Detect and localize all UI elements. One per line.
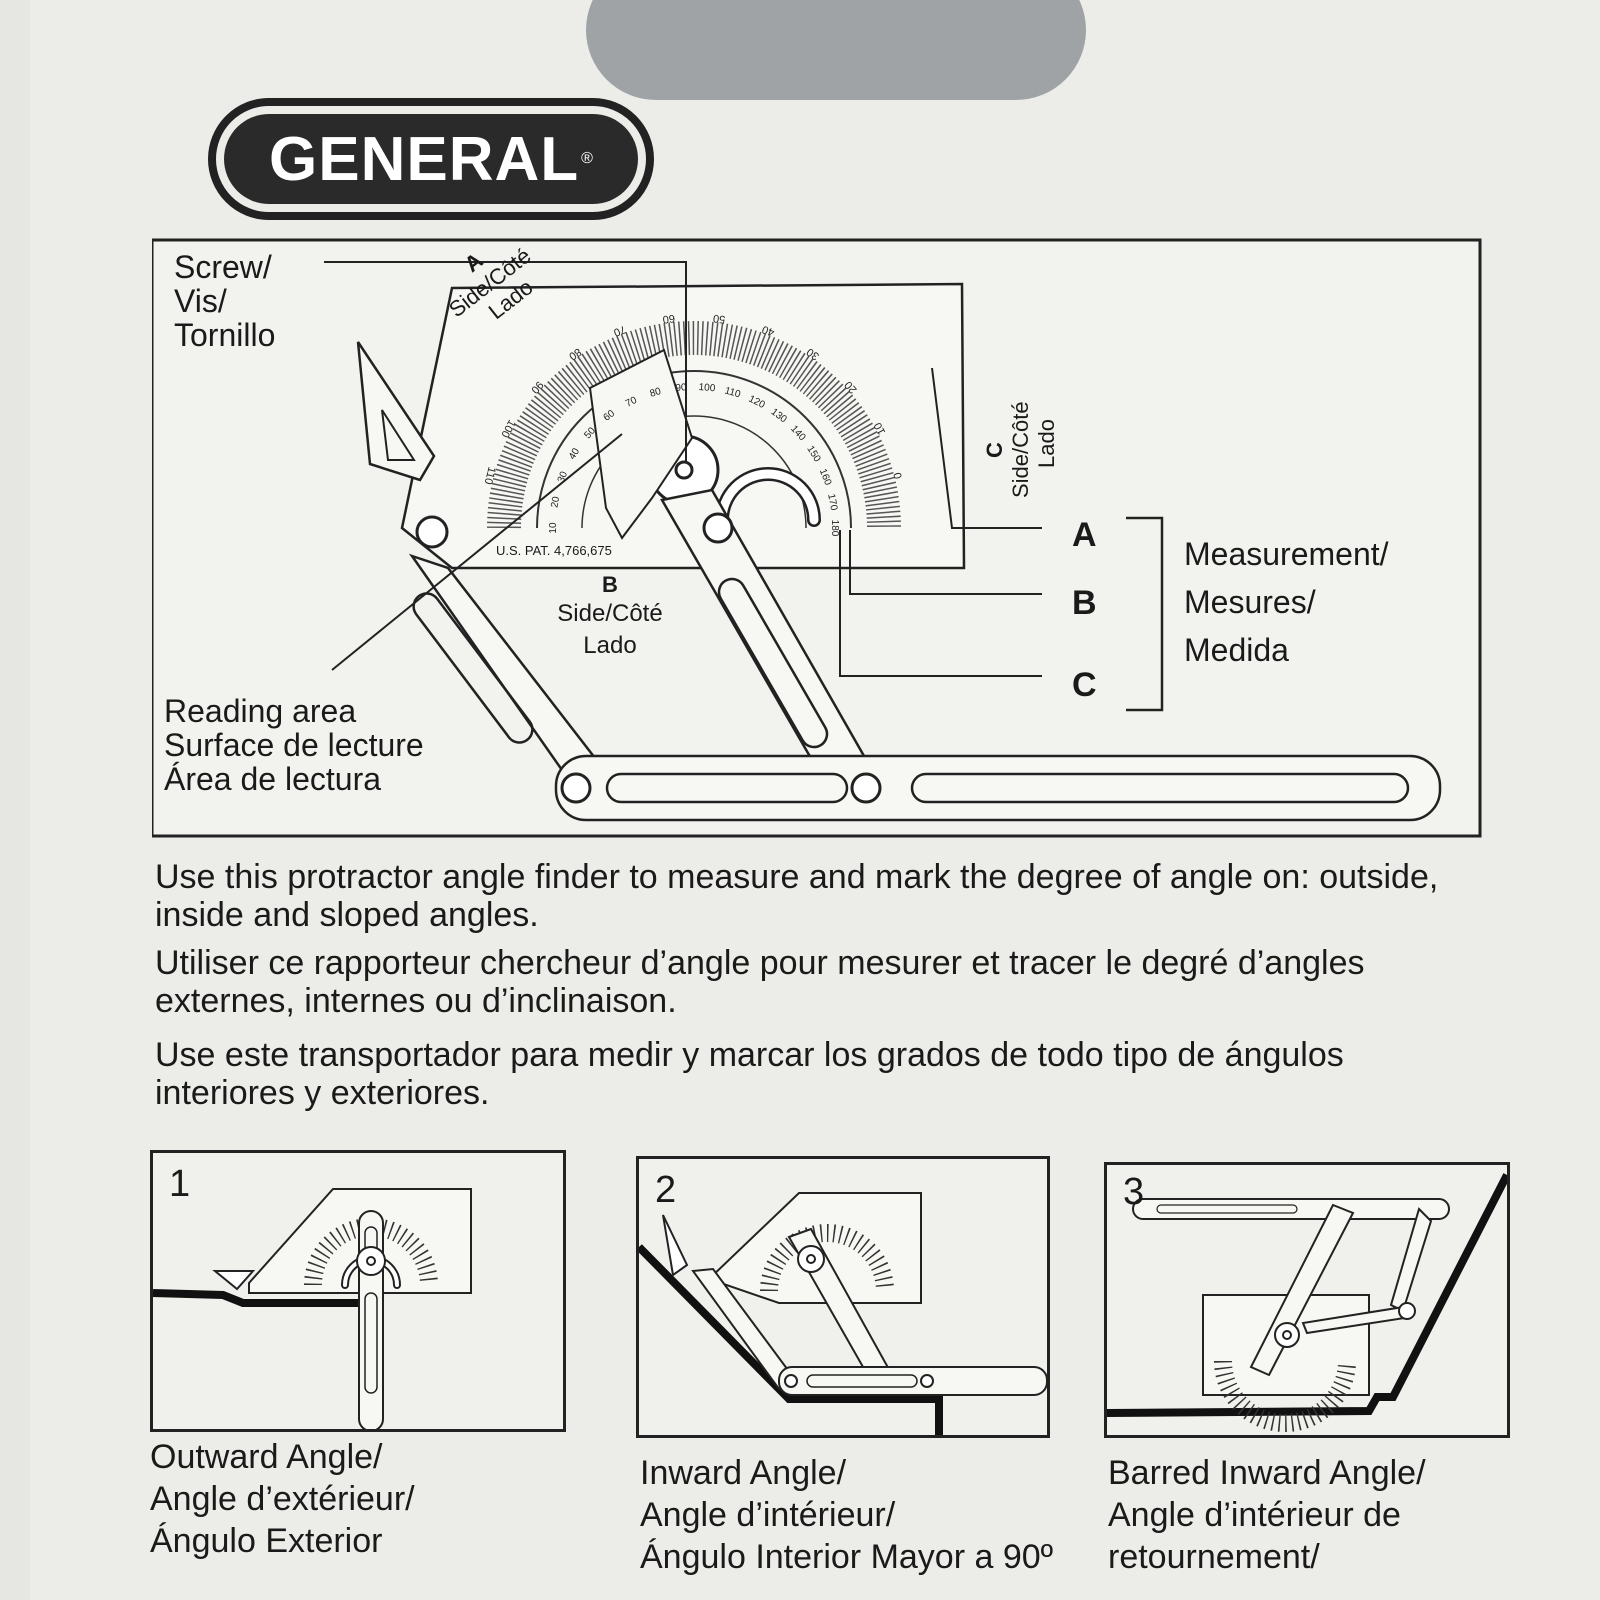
brand-name: GENERAL <box>269 124 580 194</box>
reading-area-leader <box>331 433 623 671</box>
step-1-caption: Outward Angle/ Angle d’extérieur/ Ángulo… <box>150 1438 415 1560</box>
scale-outer-label: 60 <box>662 312 676 325</box>
screw-leader <box>324 261 687 462</box>
step-1-number: 1 <box>169 1163 191 1205</box>
scale-outer-label: 30 <box>805 345 822 362</box>
scale-inner-label: 70 <box>624 395 639 410</box>
measurement-letter-b: B <box>1072 584 1097 622</box>
measurement-label: Measurement/ Mesures/ Medida <box>1184 536 1389 668</box>
description-english: Use this protractor angle finder to meas… <box>155 858 1439 934</box>
pointer-tip <box>356 341 436 482</box>
brand-logo: GENERAL® <box>208 98 654 220</box>
bottom-bar <box>554 754 1442 822</box>
degree-scale-line <box>536 370 852 529</box>
scale-inner-label: 30 <box>556 470 570 485</box>
step-2-number: 2 <box>655 1169 677 1211</box>
step-3-illustration: 3 <box>1104 1162 1510 1438</box>
description-spanish: Use este transportador para medir y marc… <box>155 1036 1344 1112</box>
scale-outer-label: 80 <box>566 345 583 362</box>
scale-inner-label: 90 <box>675 382 688 394</box>
side-c-label: C Side/Côté Lado <box>982 401 1059 498</box>
scale-inner-label: 20 <box>549 495 562 508</box>
reading-area-label: Reading area Surface de lecture Área de … <box>164 693 424 797</box>
step-2-illustration: 2 <box>636 1156 1050 1438</box>
side-b-label: B Side/Côté Lado <box>557 572 663 659</box>
scale-inner-label: 10 <box>548 522 559 534</box>
patent-number: U.S. PAT. 4,766,675 <box>496 543 612 558</box>
scale-inner-label: 170 <box>825 493 839 512</box>
scale-outer-label: 40 <box>761 323 777 339</box>
step-3-number: 3 <box>1123 1171 1145 1213</box>
description-french: Utiliser ce rapporteur chercheur d’angle… <box>155 944 1365 1020</box>
screw-center <box>674 460 694 480</box>
pivot-a <box>415 515 449 549</box>
screw-label: Screw/ Vis/ Tornillo <box>174 249 276 353</box>
scale-inner-label: 80 <box>649 386 663 400</box>
measurement-letter-c: C <box>1072 666 1097 704</box>
step-3-caption: Barred Inward Angle/ Angle d’intérieur d… <box>1108 1454 1426 1576</box>
step-2-caption: Inward Angle/ Angle d’intérieur/ Ángulo … <box>640 1454 1054 1576</box>
degree-scale-outer <box>487 321 901 529</box>
scale-inner-label: 100 <box>698 382 716 395</box>
scale-outer-label: 0 <box>892 471 905 480</box>
scale-inner-label: 180 <box>829 520 840 537</box>
scale-outer-label: 10 <box>872 420 888 436</box>
scale-outer-label: 110 <box>482 466 498 486</box>
measurement-bracket <box>1126 516 1164 712</box>
hang-hole <box>586 0 1086 100</box>
step-1-illustration: 1 <box>150 1150 566 1432</box>
scale-inner-label: 110 <box>723 385 742 400</box>
measurement-letter-a: A <box>1072 516 1097 554</box>
scale-outer-label: 70 <box>612 323 628 339</box>
scale-outer-label: 50 <box>712 312 726 325</box>
registered-mark: ® <box>581 150 593 167</box>
vernier-plate <box>588 348 694 540</box>
